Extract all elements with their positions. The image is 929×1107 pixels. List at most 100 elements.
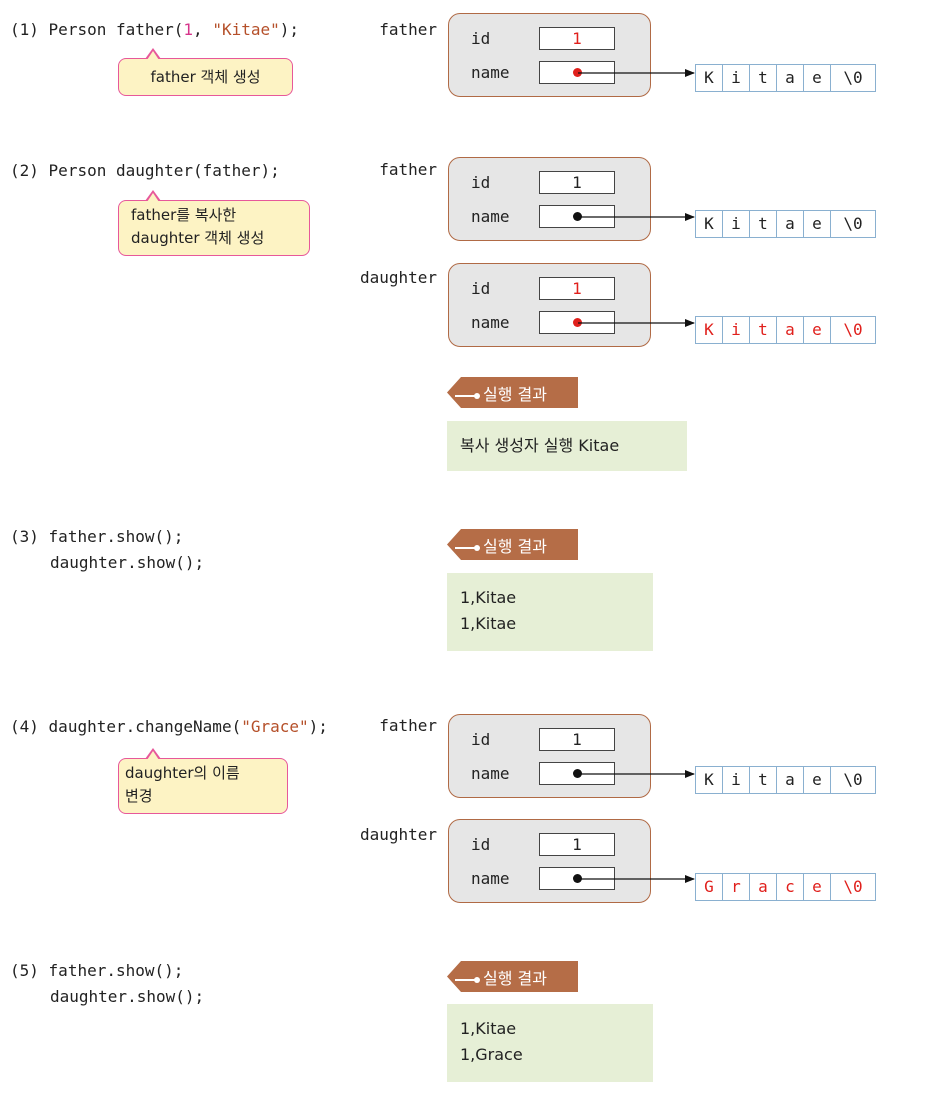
step2-bubble-line2: daughter 객체 생성 bbox=[131, 229, 265, 247]
name-label: name bbox=[471, 63, 510, 82]
result-line: 1,Kitae bbox=[460, 588, 517, 607]
string-kitae-2: K i t a e \0 bbox=[695, 210, 876, 238]
step5-line1: father.show(); bbox=[48, 961, 184, 980]
char-cell: a bbox=[777, 65, 804, 91]
char-cell: t bbox=[750, 767, 777, 793]
bubble-tail-inner bbox=[146, 51, 159, 60]
pointer-dot bbox=[573, 68, 582, 77]
step4-number: (4) bbox=[10, 717, 39, 736]
step4-bubble-line1: daughter의 이름 bbox=[125, 764, 240, 782]
result-tag-2: 실행 결과 bbox=[447, 377, 578, 408]
var-label-daughter: daughter bbox=[359, 268, 437, 287]
char-cell: K bbox=[696, 767, 723, 793]
step2-bubble: father를 복사한 daughter 객체 생성 bbox=[118, 190, 310, 256]
char-cell: c bbox=[777, 874, 804, 900]
char-cell: i bbox=[723, 65, 750, 91]
id-field: 1 bbox=[539, 171, 615, 194]
step5-number: (5) bbox=[10, 961, 39, 980]
step1-code: (1) Person father(1, "Kitae"); bbox=[10, 17, 299, 43]
char-cell: e bbox=[804, 65, 831, 91]
id-label: id bbox=[471, 730, 491, 749]
char-cell: a bbox=[777, 211, 804, 237]
object-father-1: id 1 name bbox=[448, 13, 651, 97]
step4-bubble: daughter의 이름 변경 bbox=[118, 748, 288, 814]
name-label: name bbox=[471, 869, 510, 888]
char-cell: a bbox=[750, 874, 777, 900]
id-label: id bbox=[471, 173, 491, 192]
char-cell: a bbox=[777, 317, 804, 343]
char-cell: r bbox=[723, 874, 750, 900]
step4-code-string: "Grace" bbox=[241, 717, 309, 736]
id-field: 1 bbox=[539, 833, 615, 856]
step4-bubble-line2: 변경 bbox=[125, 787, 153, 805]
step2-bubble-line1: father를 복사한 bbox=[131, 206, 237, 224]
result-box-3: 1,Kitae 1,Kitae bbox=[447, 573, 653, 651]
pointer-dot bbox=[573, 318, 582, 327]
result-line: 1,Kitae bbox=[460, 614, 517, 633]
step4-code-pre: daughter.changeName( bbox=[48, 717, 242, 736]
step1-number: (1) bbox=[10, 20, 39, 39]
result-tag-shape bbox=[447, 529, 578, 560]
id-field: 1 bbox=[539, 728, 615, 751]
result-tag-shape bbox=[447, 961, 578, 992]
id-label: id bbox=[471, 279, 491, 298]
result-line: 1,Kitae bbox=[460, 1019, 517, 1038]
result-box-5: 1,Kitae 1,Grace bbox=[447, 1004, 653, 1082]
var-label-father: father bbox=[379, 716, 437, 735]
char-cell-null: \0 bbox=[843, 877, 863, 896]
char-cell-null: \0 bbox=[843, 770, 863, 789]
char-cell: t bbox=[750, 211, 777, 237]
pointer-dot bbox=[573, 874, 582, 883]
bubble-tail-inner bbox=[146, 193, 159, 202]
step3-line2: daughter.show(); bbox=[50, 553, 205, 572]
id-label: id bbox=[471, 835, 491, 854]
step3-code-line2: daughter.show(); bbox=[50, 550, 204, 576]
step3-code: (3) father.show(); bbox=[10, 524, 183, 550]
char-cell-null: \0 bbox=[843, 68, 863, 87]
char-cell: i bbox=[723, 767, 750, 793]
step5-code: (5) father.show(); bbox=[10, 958, 183, 984]
char-cell: e bbox=[804, 767, 831, 793]
char-cell-null: \0 bbox=[843, 214, 863, 233]
char-cell: K bbox=[696, 211, 723, 237]
result-tag-text: 실행 결과 bbox=[483, 385, 547, 404]
id-field: 1 bbox=[539, 27, 615, 50]
id-field: 1 bbox=[539, 277, 615, 300]
char-cell-null: \0 bbox=[843, 320, 863, 339]
var-label-father: father bbox=[379, 20, 437, 39]
result-box-2: 복사 생성자 실행 Kitae bbox=[447, 421, 687, 471]
bubble-tail-inner bbox=[146, 751, 159, 760]
step2-code: (2) Person daughter(father); bbox=[10, 158, 280, 184]
string-kitae-1: K i t a e \0 bbox=[695, 64, 876, 92]
pointer-dot bbox=[573, 769, 582, 778]
char-cell: i bbox=[723, 317, 750, 343]
step4-code-post: ); bbox=[308, 717, 328, 736]
char-cell: t bbox=[750, 317, 777, 343]
char-cell: K bbox=[696, 317, 723, 343]
result-line: 1,Grace bbox=[460, 1045, 523, 1064]
object-daughter-2: id 1 name bbox=[448, 263, 651, 347]
step1-bubble: father 객체 생성 bbox=[118, 48, 293, 96]
name-label: name bbox=[471, 207, 510, 226]
step3-line1: father.show(); bbox=[48, 527, 184, 546]
step1-code-pre: Person father( bbox=[48, 20, 184, 39]
step4-code: (4) daughter.changeName("Grace"); bbox=[10, 714, 328, 740]
char-cell: G bbox=[696, 874, 723, 900]
result-tag-text: 실행 결과 bbox=[483, 537, 547, 556]
char-cell: e bbox=[804, 211, 831, 237]
string-kitae-copy: K i t a e \0 bbox=[695, 316, 876, 344]
char-cell: e bbox=[804, 317, 831, 343]
step1-code-number: 1 bbox=[183, 20, 194, 39]
step1-code-mid: , bbox=[193, 20, 213, 39]
var-label-father: father bbox=[379, 160, 437, 179]
object-father-4: id 1 name bbox=[448, 714, 651, 798]
name-label: name bbox=[471, 764, 510, 783]
step2-number: (2) bbox=[10, 161, 39, 180]
char-cell: a bbox=[777, 767, 804, 793]
string-kitae-4: K i t a e \0 bbox=[695, 766, 876, 794]
id-label: id bbox=[471, 29, 491, 48]
object-father-2: id 1 name bbox=[448, 157, 651, 241]
step5-code-line2: daughter.show(); bbox=[50, 984, 204, 1010]
char-cell: K bbox=[696, 65, 723, 91]
step1-code-string: "Kitae" bbox=[212, 20, 280, 39]
